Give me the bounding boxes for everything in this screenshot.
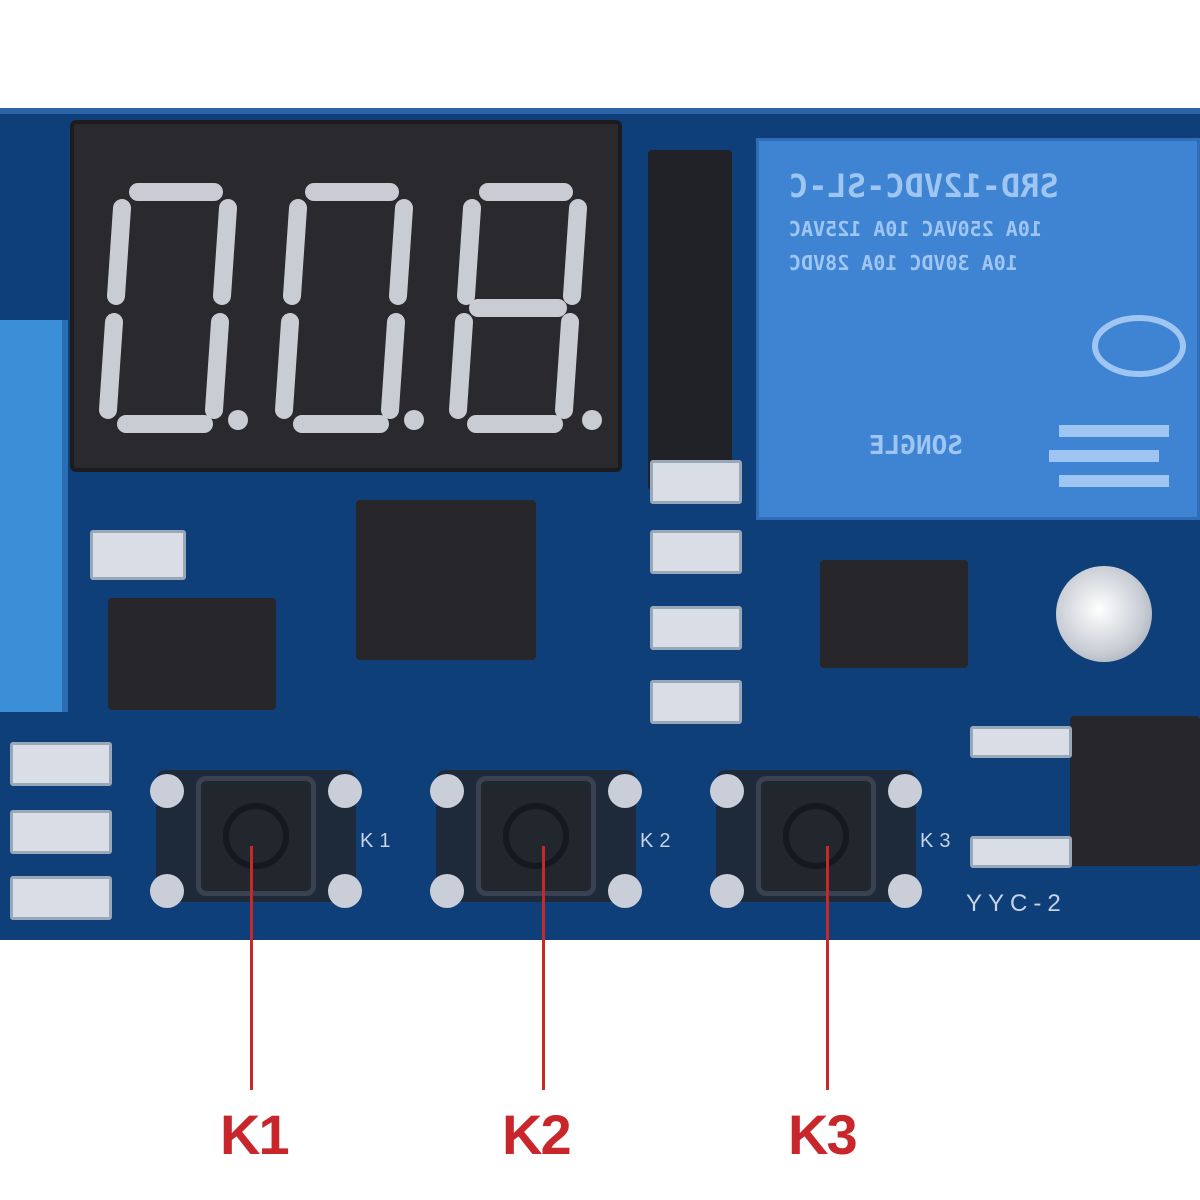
board-marking: YYC-2 bbox=[966, 890, 1067, 917]
button-pad bbox=[888, 874, 922, 908]
pointer-line-k1 bbox=[250, 846, 253, 1090]
transistor bbox=[1070, 716, 1200, 866]
button-ring bbox=[783, 803, 849, 869]
push-button-k1[interactable] bbox=[150, 770, 362, 908]
decimal-point-3 bbox=[582, 410, 602, 430]
regulator-column bbox=[648, 150, 732, 490]
pointer-line-k2 bbox=[542, 846, 545, 1090]
push-button-k2[interactable] bbox=[430, 770, 642, 908]
smd-resistor-6 bbox=[10, 876, 112, 920]
capacitor bbox=[1056, 566, 1152, 662]
smd-capacitor bbox=[90, 530, 186, 580]
button-pad bbox=[328, 774, 362, 808]
smd-resistor-2 bbox=[650, 530, 742, 574]
screw-terminal bbox=[0, 320, 68, 712]
label-k1: K1 bbox=[220, 1103, 290, 1166]
button-pad bbox=[150, 874, 184, 908]
optocoupler-left bbox=[108, 598, 276, 710]
decimal-point-1 bbox=[228, 410, 248, 430]
relay: SRD-12VDC-SL-C 10A 250VAC 10A 125VAC 10A… bbox=[756, 138, 1200, 520]
display-digits bbox=[99, 183, 602, 433]
optocoupler-right bbox=[820, 560, 968, 668]
button-ring bbox=[503, 803, 569, 869]
button-pad bbox=[888, 774, 922, 808]
seven-segment-display bbox=[70, 120, 622, 472]
button-cap bbox=[476, 776, 596, 896]
push-button-k3[interactable] bbox=[710, 770, 922, 908]
relay-model: SRD-12VDC-SL-C bbox=[789, 167, 1059, 205]
digit-3 bbox=[449, 183, 587, 433]
silk-k1: K1 bbox=[360, 830, 397, 852]
smd-resistor-4 bbox=[10, 742, 112, 786]
smd-resistor-5 bbox=[10, 810, 112, 854]
board-edge bbox=[0, 108, 1200, 114]
relay-rating-1: 10A 250VAC 10A 125VAC bbox=[789, 217, 1042, 241]
button-pad bbox=[430, 874, 464, 908]
button-pad bbox=[710, 774, 744, 808]
button-cap bbox=[196, 776, 316, 896]
smd-resistor-1 bbox=[650, 460, 742, 504]
button-pad bbox=[430, 774, 464, 808]
button-ring bbox=[223, 803, 289, 869]
smd-led bbox=[650, 680, 742, 724]
smd-diode-2 bbox=[970, 836, 1072, 868]
relay-rating-2: 10A 30VDC 10A 28VDC bbox=[789, 251, 1018, 275]
decimal-point-2 bbox=[404, 410, 424, 430]
silk-k2: K2 bbox=[640, 830, 677, 852]
microcontroller-chip bbox=[356, 500, 536, 660]
button-pad bbox=[608, 874, 642, 908]
certification-mark-icon bbox=[1092, 315, 1186, 377]
label-k3: K3 bbox=[788, 1103, 858, 1166]
smd-resistor-3 bbox=[650, 606, 742, 650]
relay-logo-icon bbox=[1049, 425, 1169, 487]
silk-k3: K3 bbox=[920, 830, 957, 852]
pointer-line-k3 bbox=[826, 846, 829, 1090]
smd-diode-1 bbox=[970, 726, 1072, 758]
button-pad bbox=[710, 874, 744, 908]
relay-brand: SONGLE bbox=[869, 431, 963, 461]
button-pad bbox=[328, 874, 362, 908]
button-pad bbox=[150, 774, 184, 808]
digit-2 bbox=[275, 183, 413, 433]
button-cap bbox=[756, 776, 876, 896]
button-pad bbox=[608, 774, 642, 808]
label-k2: K2 bbox=[502, 1103, 572, 1166]
digit-1 bbox=[99, 183, 237, 433]
